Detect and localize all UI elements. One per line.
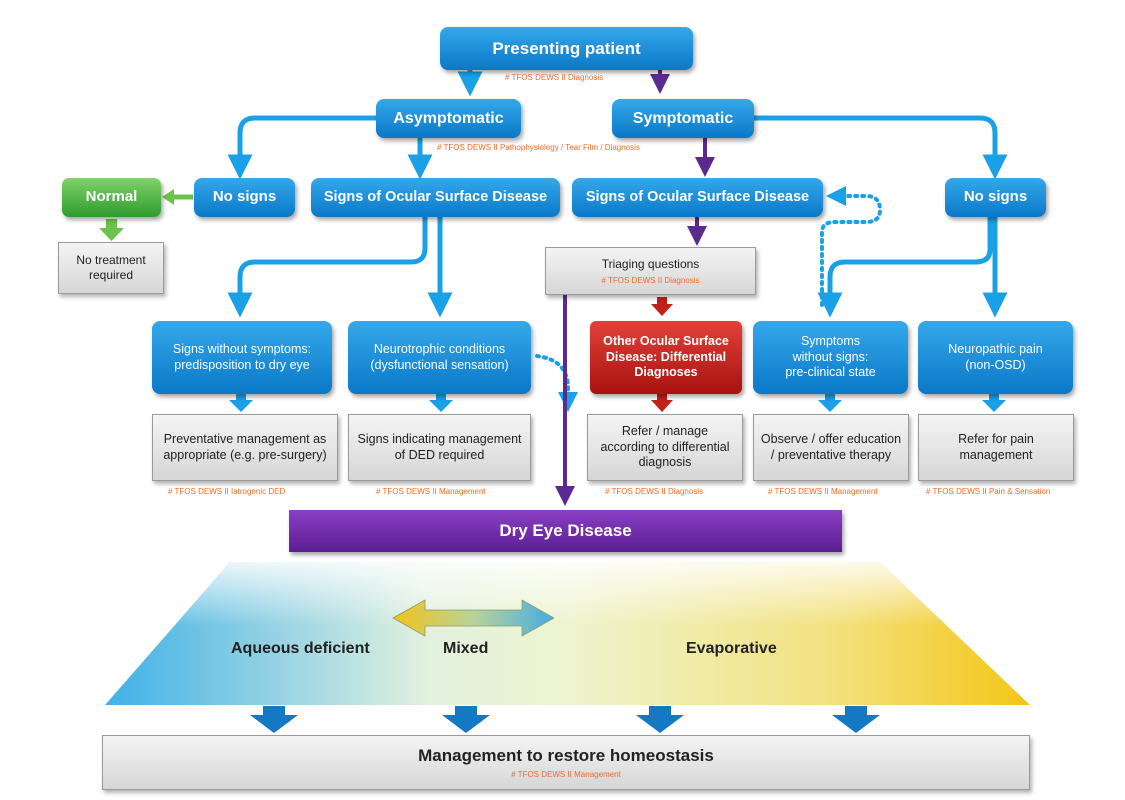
mixed-label: Mixed xyxy=(443,640,489,657)
ref-pain-sensation: # TFOS DEWS II Pain & Sensation xyxy=(926,487,1051,496)
arrow-signs-predisposition xyxy=(227,213,428,318)
no-signs-right-node: No signs xyxy=(945,178,1046,217)
ref-management-1: # TFOS DEWS II Management xyxy=(376,487,486,496)
ref-diagnosis-2: # TFOS DEWS II Diagnosis xyxy=(605,487,704,496)
ref-triage: # TFOS DEWS II Diagnosis xyxy=(601,275,700,285)
neurotrophic-node: Neurotrophic conditions (dysfunctional s… xyxy=(348,321,531,394)
management-label: Management to restore homeostasis xyxy=(418,746,714,766)
dotted-arrow-preclinical xyxy=(820,186,883,307)
bottom-arrows xyxy=(250,706,880,733)
observe-educate-node: Observe / offer education / preventative… xyxy=(753,414,909,481)
asymptomatic-node: Asymptomatic xyxy=(376,99,521,138)
dry-eye-disease-node: Dry Eye Disease xyxy=(289,510,842,552)
aqueous-deficient-label: Aqueous deficient xyxy=(231,640,370,657)
refer-manage-node: Refer / manage according to differential… xyxy=(587,414,743,481)
arrow-sym-nosigns xyxy=(739,115,1008,180)
mixed-double-arrow xyxy=(392,599,555,637)
normal-node: Normal xyxy=(62,178,161,217)
small-down-arrows xyxy=(229,394,1006,412)
arrow-nosigns-presymptoms xyxy=(817,213,993,318)
symptomatic-node: Symptomatic xyxy=(612,99,754,138)
preventative-management-node: Preventative management as appropriate (… xyxy=(152,414,338,481)
signs-without-symptoms-node: Signs without symptoms: predisposition t… xyxy=(152,321,332,394)
signs-osd-right-node: Signs of Ocular Surface Disease xyxy=(572,178,823,217)
triaging-questions-node: Triaging questions # TFOS DEWS II Diagno… xyxy=(545,247,756,295)
red-arrows xyxy=(651,297,673,412)
symptoms-without-signs-node: Symptoms without signs: pre-clinical sta… xyxy=(753,321,908,394)
signs-osd-left-node: Signs of Ocular Surface Disease xyxy=(311,178,560,217)
no-treatment-node: No treatment required xyxy=(58,242,164,294)
arrow-asym-nosigns xyxy=(227,115,381,180)
refer-pain-node: Refer for pain management xyxy=(918,414,1074,481)
dry-eye-spectrum xyxy=(105,562,1030,705)
ref-iatrogenic: # TFOS DEWS II Iatrogenic DED xyxy=(168,487,286,496)
ref-management-2: # TFOS DEWS II Management xyxy=(768,487,878,496)
dotted-arrow-neurotrophic xyxy=(535,354,578,412)
signs-indicating-node: Signs indicating management of DED requi… xyxy=(348,414,531,481)
triaging-label: Triaging questions xyxy=(601,256,700,271)
other-osd-node: Other Ocular Surface Disease: Differenti… xyxy=(590,321,742,394)
ref-pathophysiology: # TFOS DEWS II Pathophysiology / Tear Fi… xyxy=(437,143,640,152)
ref-diagnosis-top: # TFOS DEWS II Diagnosis xyxy=(505,73,604,82)
ref-management-bottom: # TFOS DEWS II Management xyxy=(511,769,621,779)
management-homeostasis-node: Management to restore homeostasis # TFOS… xyxy=(102,735,1030,790)
no-signs-left-node: No signs xyxy=(194,178,295,217)
evaporative-label: Evaporative xyxy=(686,640,777,657)
green-arrows xyxy=(99,189,193,241)
neuropathic-pain-node: Neuropathic pain (non-OSD) xyxy=(918,321,1073,394)
presenting-patient-node: Presenting patient xyxy=(440,27,693,70)
